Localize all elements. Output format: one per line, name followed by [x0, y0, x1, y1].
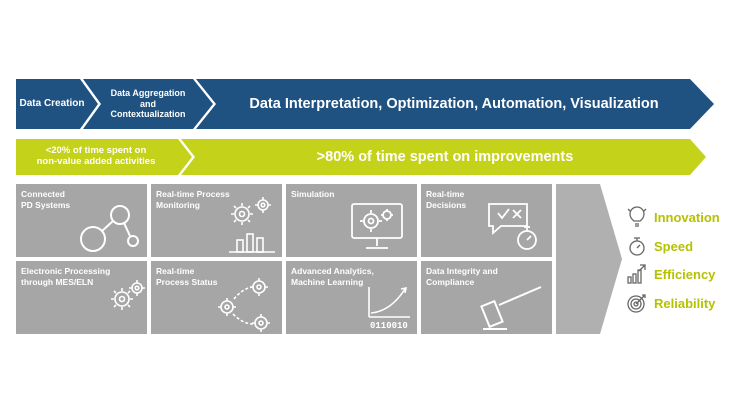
tile-electronic-processing: Electronic Processing through MES/ELN [16, 261, 147, 334]
tile-label: Real-time Process Monitoring [156, 189, 230, 211]
data-interpretation-label: Data Interpretation, Optimization, Autom… [249, 95, 659, 112]
tile-label: Simulation [291, 189, 335, 199]
target-icon [627, 294, 646, 313]
data-creation-label: Data Creation [19, 98, 85, 110]
data-aggregation-label: Data Aggregation and Contextualization [110, 88, 186, 120]
outcome-label: Innovation [654, 209, 720, 225]
outcome-speed: Speed [626, 235, 693, 257]
outcome-innovation: Innovation [626, 206, 720, 228]
low-time-label: <20% of time spent on non-value added ac… [36, 145, 156, 167]
tile-data-integrity: Data Integrity and Compliance [421, 261, 552, 334]
bar-growth-icon [627, 264, 646, 284]
high-time-chevron [181, 139, 706, 175]
outcome-arrow [556, 184, 622, 334]
tile-label: Data Integrity and Compliance [426, 266, 498, 288]
growth-curve-binary-icon: 0110010 [368, 286, 410, 331]
tile-label: Real-time Process Status [156, 266, 218, 288]
low-time-chevron [16, 139, 192, 175]
gears-icon [111, 280, 145, 310]
data-aggregation-chevron [83, 79, 213, 129]
lightbulb-icon [627, 206, 647, 227]
high-time-label: >80% of time spent on improvements [316, 148, 574, 165]
tile-connected-pd-systems: Connected PD Systems [16, 184, 147, 257]
tile-advanced-analytics: Advanced Analytics, Machine Learning 011… [286, 261, 417, 334]
tile-label: Electronic Processing through MES/ELN [21, 266, 111, 288]
tile-label: Advanced Analytics, Machine Learning [291, 266, 374, 288]
tile-label: Real-time Decisions [426, 189, 467, 211]
network-nodes-icon [80, 205, 139, 252]
tile-real-time-process-monitoring: Real-time Process Monitoring [151, 184, 282, 257]
outcome-efficiency: Efficiency [626, 263, 715, 285]
gears-chart-icon [229, 197, 275, 253]
data-interpretation-chevron [196, 79, 714, 129]
tile-simulation: Simulation [286, 184, 417, 257]
data-creation-chevron [16, 79, 98, 129]
tile-real-time-decisions: Real-time Decisions [421, 184, 552, 257]
monitor-gears-icon [351, 203, 403, 249]
decision-stopwatch-icon [488, 203, 537, 250]
tile-label: Connected PD Systems [21, 189, 71, 211]
outcome-label: Efficiency [654, 266, 716, 282]
svg-text:0110010: 0110010 [370, 321, 408, 331]
outcome-label: Speed [654, 238, 694, 254]
outcome-label: Reliability [654, 295, 716, 311]
outcome-reliability: Reliability [626, 292, 715, 314]
stopwatch-icon [629, 237, 645, 256]
cycle-gears-icon [218, 278, 270, 332]
tile-real-time-process-status: Real-time Process Status [151, 261, 282, 334]
gavel-icon [480, 286, 542, 330]
